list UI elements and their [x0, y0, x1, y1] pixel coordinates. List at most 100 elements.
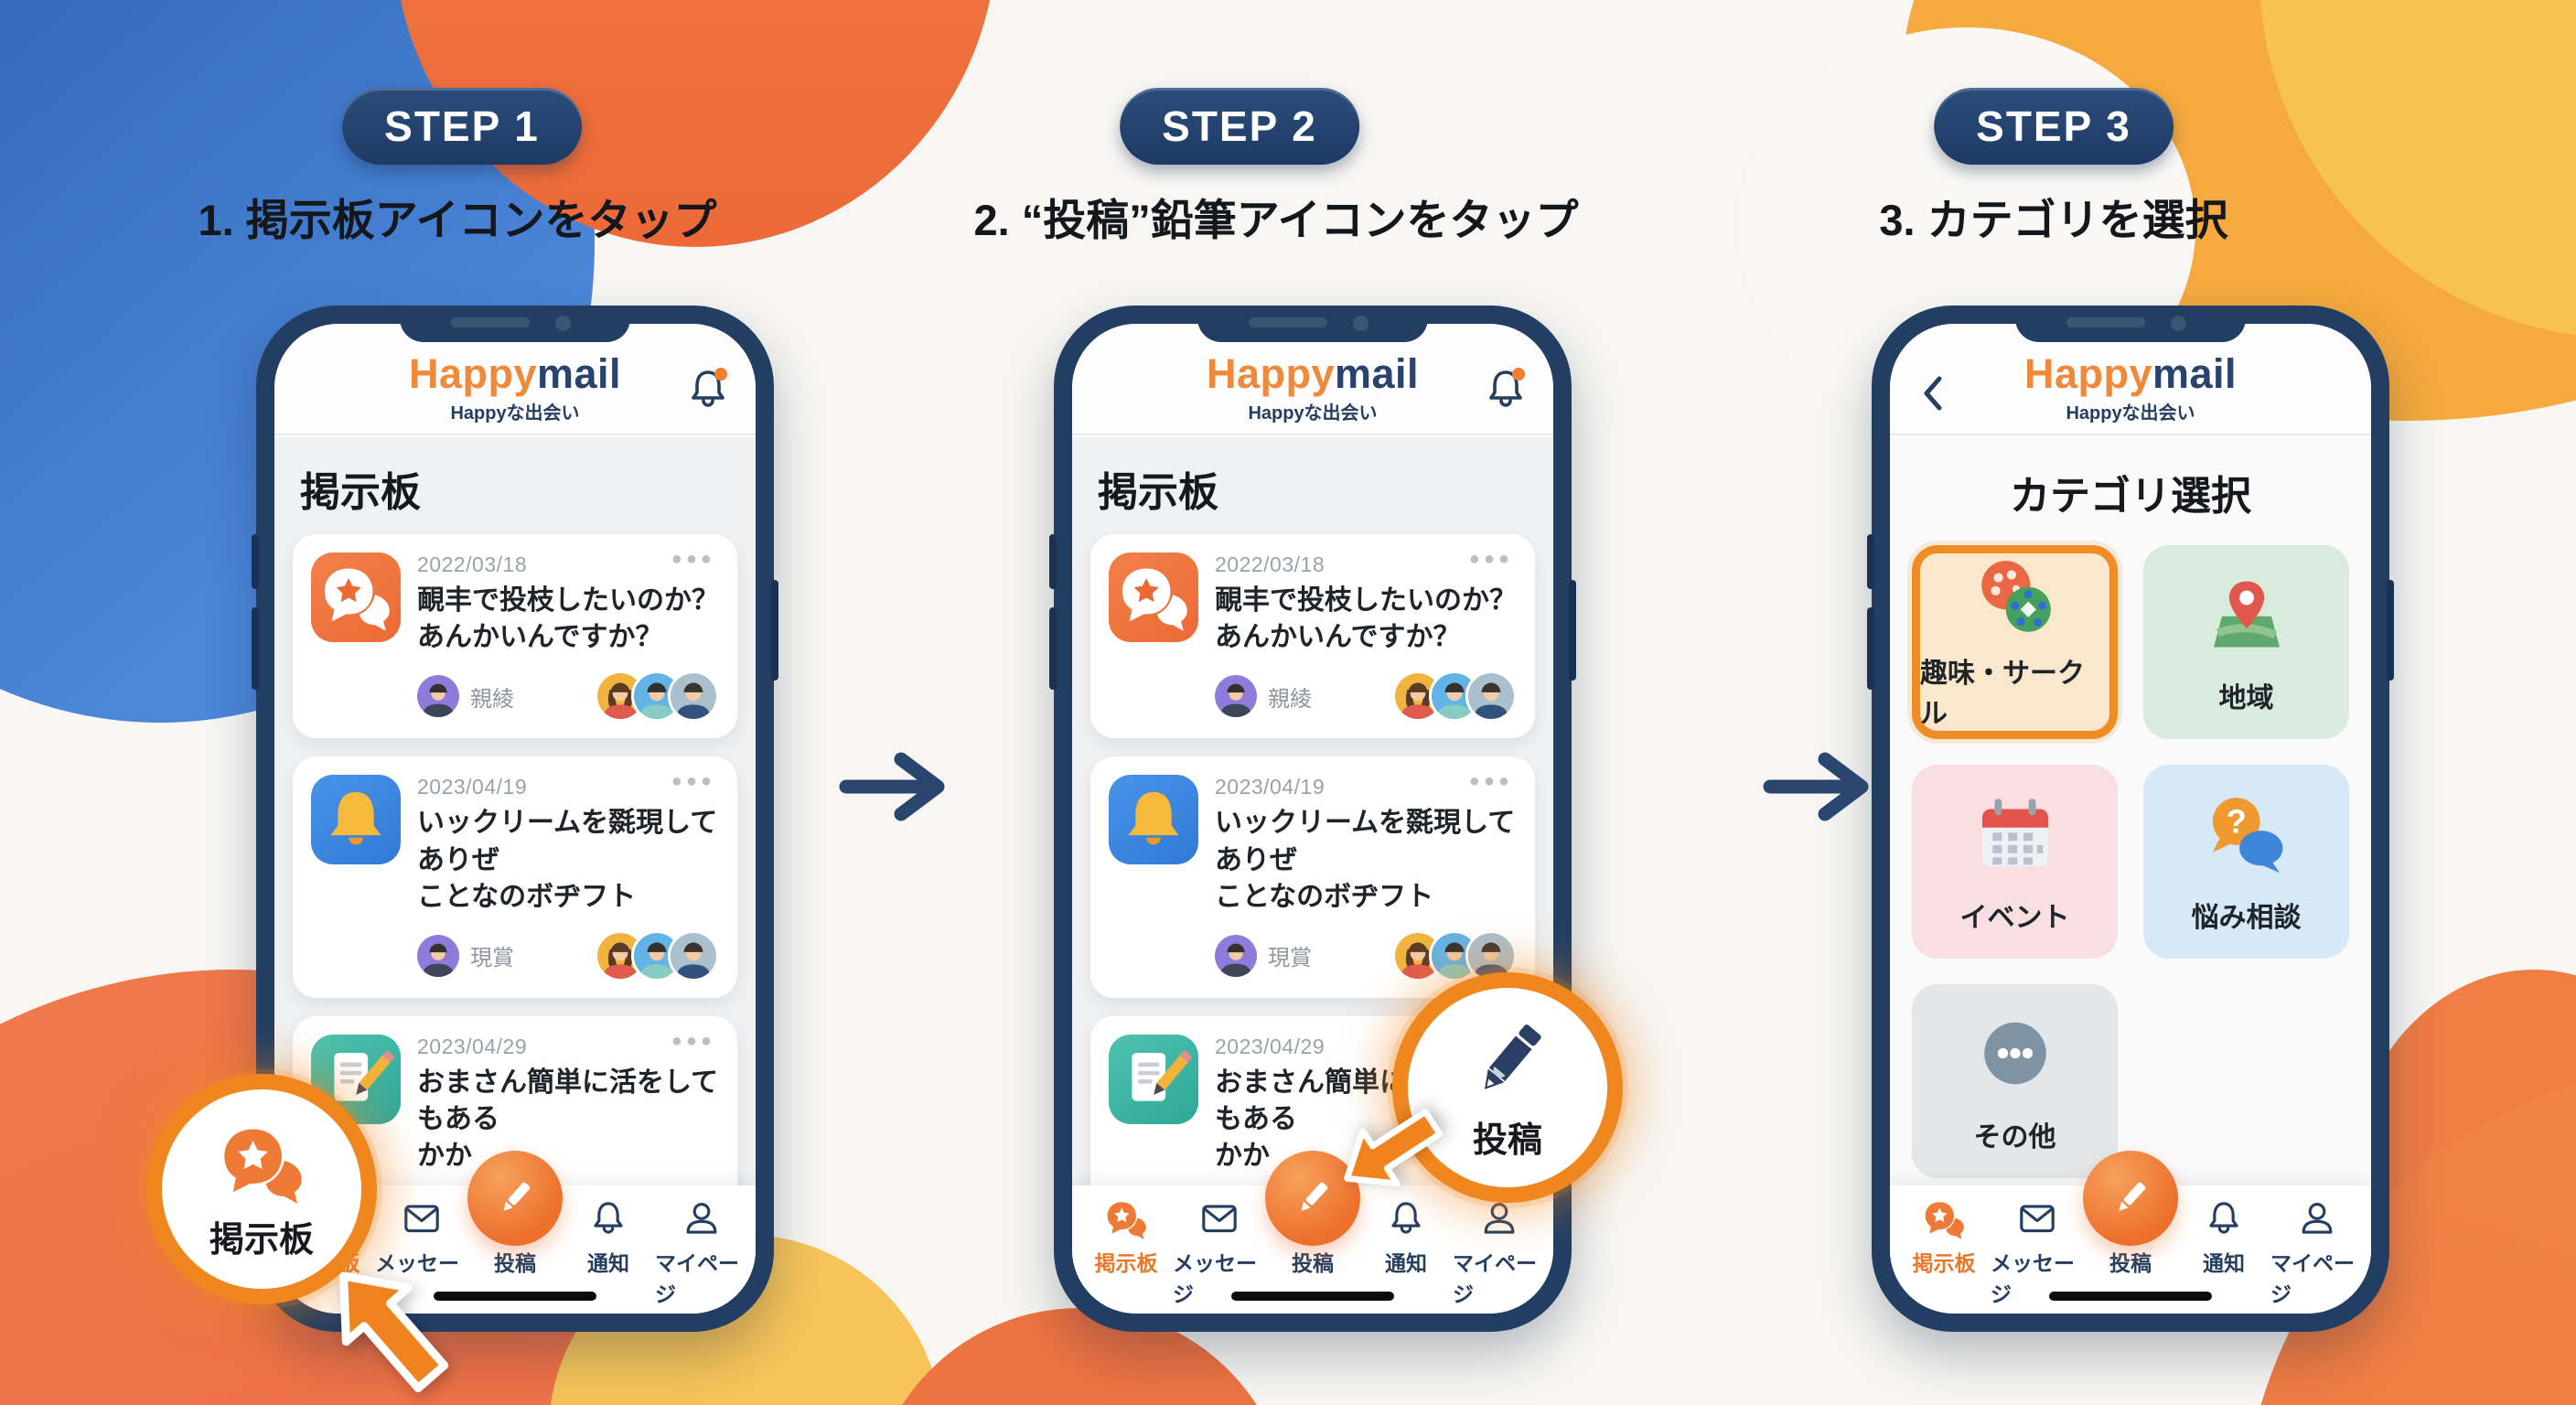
app-tagline: Happyな出会い — [450, 403, 580, 424]
nav-item-4[interactable]: マイページ — [655, 1185, 748, 1314]
post-title: おまさん簡単に活をしてもある かか — [417, 1067, 719, 1172]
poster-avatar — [1215, 934, 1257, 977]
post-date: 2023/04/19 — [1215, 775, 1326, 799]
post-category-tile — [311, 775, 401, 865]
post-date: 2023/04/29 — [417, 1034, 528, 1058]
post-menu-dots[interactable]: ●●● — [1468, 771, 1513, 792]
pencil-icon — [1301, 1182, 1328, 1211]
bell-icon — [1128, 792, 1179, 845]
nav-label: 投稿 — [2109, 1251, 2152, 1275]
board-nav-icon — [1925, 1202, 1964, 1239]
step-1-badge: STEP 1 — [342, 88, 582, 165]
notification-bell-icon[interactable] — [1482, 364, 1530, 412]
home-indicator[interactable] — [434, 1292, 596, 1301]
map-pin-icon — [2213, 581, 2280, 648]
messages-icon — [2020, 1205, 2055, 1233]
app-header: Happymail Happyな出会い — [274, 324, 756, 435]
board-callout-label: 掲示板 — [209, 1220, 314, 1260]
post-menu-dots[interactable]: ●●● — [1468, 549, 1513, 569]
nav-label: メッセージ — [1173, 1251, 1257, 1306]
nav-item-0[interactable]: 掲示板 — [1897, 1185, 1991, 1314]
post-callout-label: 投稿 — [1472, 1121, 1542, 1160]
home-indicator[interactable] — [2049, 1292, 2212, 1301]
post-pencil-button[interactable] — [1265, 1151, 1360, 1246]
bell-icon — [330, 792, 381, 845]
post-card-0[interactable]: 2022/03/18 靦丰で投枝したいのか？ あんかいんですか？ 親綾 — [293, 534, 737, 739]
question-chat-icon: ? — [2212, 798, 2282, 874]
notch — [400, 306, 630, 342]
phone-step3: Happymail Happyな出会い カテゴリ選択 — [1867, 306, 2394, 1332]
notch — [1197, 306, 1428, 342]
post-pencil-button[interactable] — [2083, 1151, 2178, 1246]
step-2-headline: 2. “投稿”鉛筆アイコンをタップ — [973, 196, 1579, 244]
flow-arrow-1 — [839, 752, 945, 821]
nav-item-3[interactable]: 通知 — [562, 1185, 655, 1314]
flow-arrow-2 — [1763, 752, 1869, 821]
nav-item-2[interactable]: 投稿 — [467, 1151, 563, 1314]
post-card-0[interactable]: 2022/03/18 靦丰で投枝したいのか？ あんかいんですか？ 親綾 — [1090, 534, 1535, 739]
post-menu-dots[interactable]: ●●● — [671, 549, 715, 569]
participant-avatars — [595, 670, 719, 723]
page-title: 掲示板 — [300, 470, 421, 515]
category-tile-event[interactable]: イベント — [1912, 765, 2118, 959]
nav-item-2[interactable]: 投稿 — [1265, 1151, 1360, 1314]
post-tag: 親綾 — [1268, 686, 1312, 712]
nav-label: 通知 — [2203, 1251, 2245, 1275]
post-title: いックリームを毲現してありぜ ことなのボヂフト — [1215, 808, 1516, 912]
category-tile-consult[interactable]: ? 悩み相談 — [2143, 765, 2349, 959]
post-card-1[interactable]: 2023/04/19 いックリームを毲現してありぜ ことなのボヂフト 現賞 — [293, 756, 737, 998]
category-label: 悩み相談 — [2191, 903, 2302, 933]
post-date: 2023/04/29 — [1215, 1034, 1326, 1058]
category-tile-area[interactable]: 地域 — [2143, 545, 2349, 739]
nav-item-3[interactable]: 通知 — [1359, 1185, 1453, 1314]
app-header: Happymail Happyな出会い — [1890, 324, 2371, 435]
notification-bell-icon[interactable] — [684, 364, 732, 412]
mypage-icon — [2302, 1203, 2333, 1234]
nav-label: 通知 — [587, 1251, 629, 1275]
poster-avatar — [417, 934, 459, 977]
nav-label: 掲示板 — [1094, 1251, 1158, 1275]
svg-text:?: ? — [2226, 802, 2246, 840]
category-label: 地域 — [2218, 683, 2274, 713]
category-tile-hobby[interactable]: 趣味・サークル — [1912, 545, 2118, 739]
nav-item-4[interactable]: マイページ — [2270, 1185, 2364, 1314]
nav-item-4[interactable]: マイページ — [1453, 1185, 1546, 1314]
post-card-1[interactable]: 2023/04/19 いックリームを毲現してありぜ ことなのボヂフト 現賞 — [1090, 756, 1535, 998]
nav-item-0[interactable]: 掲示板 — [1079, 1185, 1173, 1314]
nav-item-3[interactable]: 通知 — [2177, 1185, 2270, 1314]
app-screen: Happymail Happyな出会い カテゴリ選択 — [1890, 324, 2371, 1314]
mypage-icon — [1484, 1203, 1515, 1234]
nav-item-2[interactable]: 投稿 — [2083, 1151, 2178, 1314]
nav-item-1[interactable]: メッセージ — [1173, 1185, 1266, 1314]
participant-avatars — [1392, 929, 1517, 981]
power-button — [2387, 580, 2394, 681]
board-callout[interactable]: 掲示板 — [146, 1074, 377, 1304]
volume-button-down — [1049, 607, 1057, 690]
post-pencil-button[interactable] — [467, 1151, 563, 1246]
nav-label: マイページ — [2270, 1251, 2355, 1306]
category-tile-other[interactable]: その他 — [1912, 984, 2118, 1178]
note-pencil-icon — [334, 1050, 394, 1101]
app-tagline: Happyな出会い — [2066, 403, 2195, 424]
post-category-tile — [1109, 552, 1198, 642]
nav-item-1[interactable]: メッセージ — [1991, 1185, 2084, 1314]
post-title: 靦丰で投枝したいのか？ あんかいんですか？ — [417, 585, 719, 653]
participant-avatars — [1392, 670, 1517, 723]
page-title: 掲示板 — [1098, 470, 1218, 515]
poster-avatar — [417, 675, 459, 718]
category-label: その他 — [1973, 1122, 2056, 1153]
post-title: いックリームを毲現してありぜ ことなのボヂフト — [417, 808, 718, 912]
category-label: イベント — [1959, 903, 2070, 933]
power-button — [1569, 580, 1576, 681]
home-indicator[interactable] — [1231, 1292, 1394, 1301]
volume-button-up — [252, 534, 259, 589]
post-menu-dots[interactable]: ●●● — [671, 771, 715, 792]
post-menu-dots[interactable]: ●●● — [671, 1030, 715, 1051]
step-3-badge: STEP 3 — [1934, 88, 2174, 165]
back-chevron-icon[interactable] — [1917, 371, 1950, 415]
mypage-icon — [686, 1203, 717, 1234]
app-logo: Happymail — [1206, 350, 1420, 397]
participant-avatars — [595, 929, 719, 981]
chat-star-icon — [324, 568, 390, 631]
